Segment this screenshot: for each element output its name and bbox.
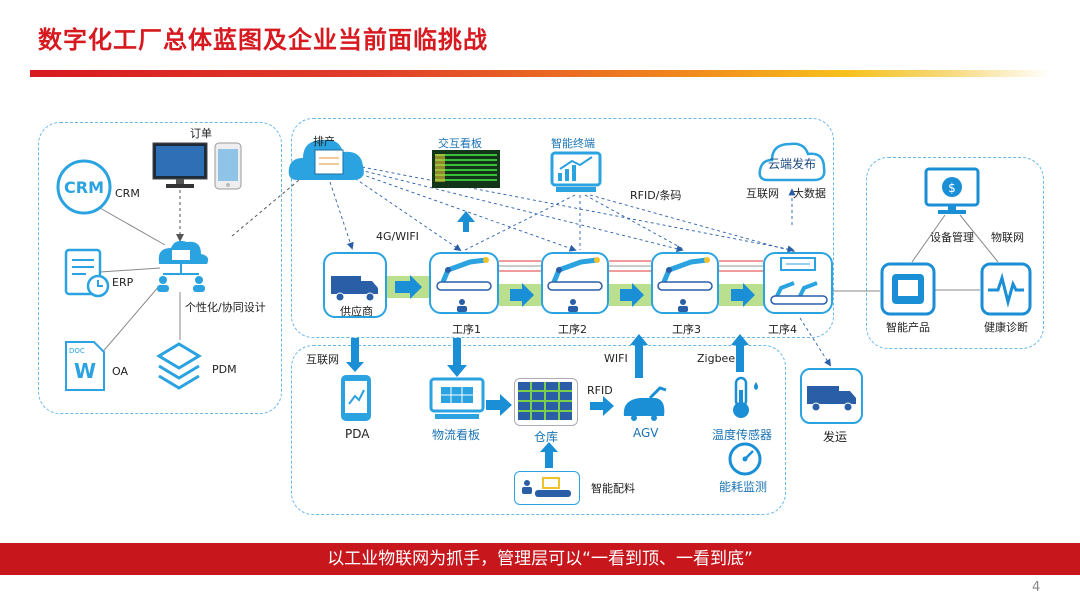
distribution-conveyor-icon bbox=[522, 477, 571, 497]
logistics-board-label: 物流看板 bbox=[432, 428, 481, 442]
crm-label: CRM bbox=[115, 187, 140, 200]
device-management-icon: $ bbox=[924, 167, 980, 214]
production-zone bbox=[291, 118, 834, 338]
supplier-label: 供应商 bbox=[340, 305, 373, 318]
smart-terminal-icon bbox=[550, 151, 602, 192]
left-zone bbox=[38, 122, 282, 414]
order-label: 订单 bbox=[190, 127, 212, 140]
doc-w-letter: W bbox=[74, 359, 96, 383]
layers-icon bbox=[156, 342, 202, 390]
shipping-truck-icon bbox=[807, 386, 856, 412]
logistics-zone bbox=[291, 345, 786, 515]
net-4g-label: 4G/WIFI bbox=[376, 230, 419, 243]
agv-label: AGV bbox=[633, 426, 659, 440]
interactive-board-label: 交互看板 bbox=[438, 137, 482, 150]
erp-icon bbox=[64, 248, 110, 298]
device-mgmt-label: 设备管理 bbox=[930, 231, 974, 244]
internet-label-top: 互联网 bbox=[746, 187, 779, 200]
collaboration-hub-icon bbox=[157, 240, 209, 292]
temp-sensor-label: 温度传感器 bbox=[712, 428, 773, 442]
crm-logo-text: CRM bbox=[64, 178, 104, 197]
warehouse-label: 仓库 bbox=[534, 430, 559, 444]
footer-banner: 以工业物联网为抓手，管理层可以“一看到顶、一看到底” bbox=[0, 543, 1080, 575]
cloud-publish-icon bbox=[758, 142, 826, 182]
thermometer-icon bbox=[733, 376, 758, 418]
wifi-label: WIFI bbox=[604, 352, 628, 365]
pdm-label: PDM bbox=[212, 363, 237, 376]
smartphone-icon bbox=[214, 142, 242, 190]
right-zone bbox=[866, 157, 1044, 349]
shipping-label: 发运 bbox=[823, 430, 848, 444]
process2-label: 工序2 bbox=[558, 323, 587, 336]
cloud-publish-label: 云端发布 bbox=[768, 157, 817, 171]
smart-product-label: 智能产品 bbox=[886, 321, 930, 334]
page-title: 数字化工厂总体蓝图及企业当前面临挑战 bbox=[38, 26, 488, 54]
rfid-barcode-label: RFID/条码 bbox=[630, 189, 682, 202]
smart-product-icon bbox=[880, 262, 936, 316]
erp-label: ERP bbox=[112, 276, 134, 289]
schedule-label: 排产 bbox=[313, 135, 335, 148]
doc-badge: DOC bbox=[69, 347, 85, 355]
pda-label: PDA bbox=[345, 427, 370, 441]
word-document-icon: DOC W bbox=[65, 341, 105, 391]
interactive-board-screen bbox=[432, 150, 500, 188]
health-diagnosis-icon bbox=[980, 262, 1032, 316]
page-number: 4 bbox=[1032, 580, 1041, 595]
warehouse-grid-icon bbox=[518, 382, 572, 420]
crm-icon: CRM bbox=[56, 159, 112, 215]
energy-monitor-label: 能耗监测 bbox=[719, 480, 768, 494]
process4-label: 工序4 bbox=[768, 323, 797, 336]
scheduling-cloud-icon bbox=[288, 139, 364, 180]
truck-icon bbox=[331, 276, 378, 302]
logistics-board-icon bbox=[429, 377, 485, 419]
process1-label: 工序1 bbox=[452, 323, 481, 336]
rfid-label: RFID bbox=[587, 384, 613, 397]
agv-robot-icon bbox=[623, 386, 667, 421]
health-diag-label: 健康诊断 bbox=[984, 321, 1028, 334]
svg-text:$: $ bbox=[948, 181, 956, 195]
iot-label: 物联网 bbox=[991, 231, 1024, 244]
hub-label: 个性化/协同设计 bbox=[185, 301, 266, 314]
title-underline-bar bbox=[30, 70, 1050, 77]
big-data-label: 大数据 bbox=[793, 187, 826, 200]
process3-label: 工序3 bbox=[672, 323, 701, 336]
energy-gauge-icon bbox=[728, 442, 762, 476]
smart-distribution-label: 智能配料 bbox=[591, 482, 635, 495]
oa-label: OA bbox=[112, 365, 128, 378]
monitor-icon bbox=[152, 142, 208, 188]
zigbee-label: Zigbee bbox=[697, 352, 736, 365]
pda-icon bbox=[341, 375, 371, 421]
smart-terminal-label: 智能终端 bbox=[551, 137, 595, 150]
internet-label-bottom: 互联网 bbox=[306, 353, 339, 366]
